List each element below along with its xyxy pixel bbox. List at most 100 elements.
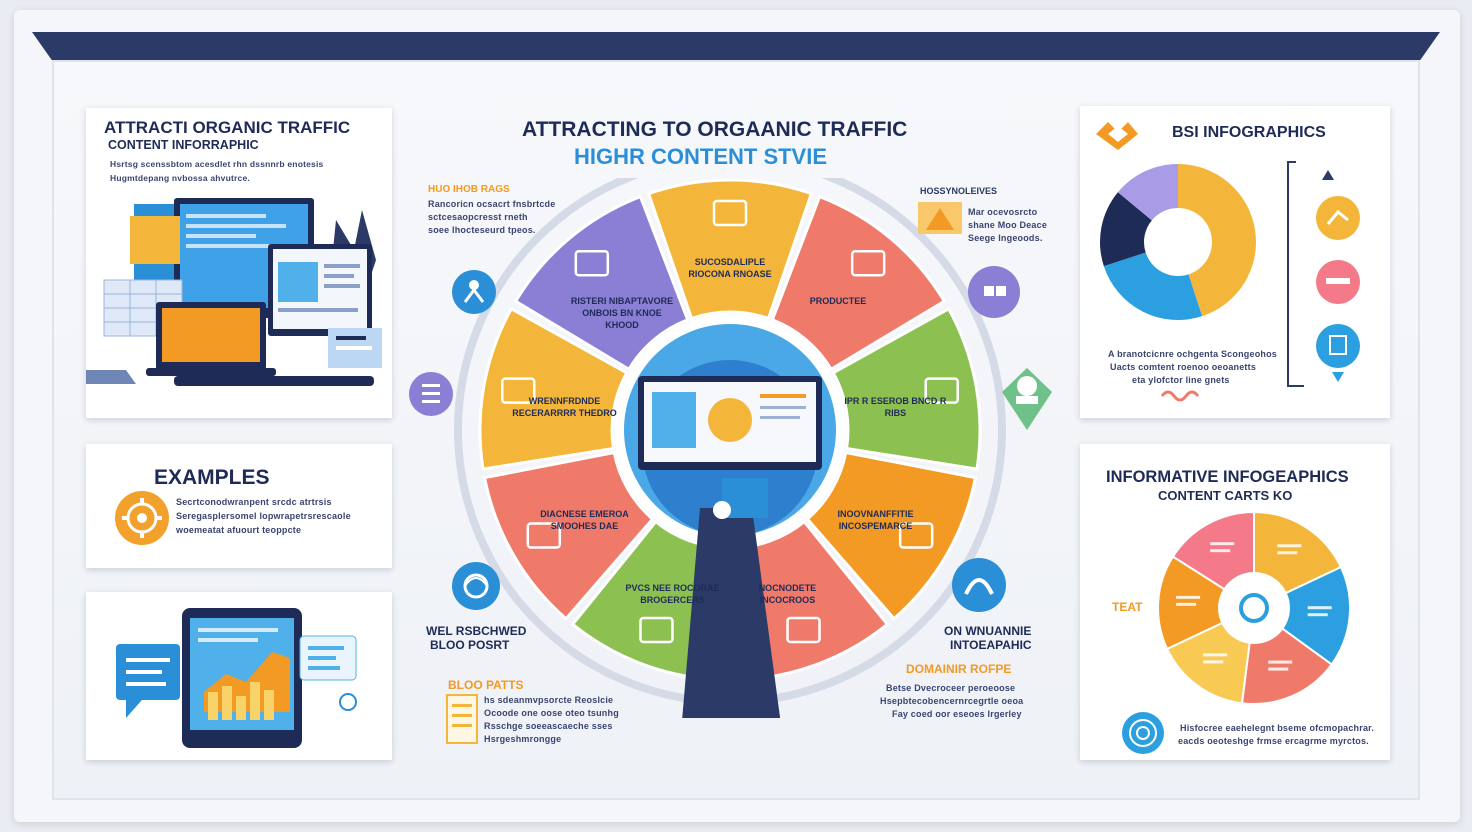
wheel-segment-label: IPR R ESEROB BNCD R RIBS [844, 395, 947, 418]
wheel-segment-icon [712, 199, 748, 227]
pie-slice-mark [1210, 542, 1235, 546]
callout-top-right-head: HOSSYNOLEIVES [920, 186, 998, 196]
pie-slice [1252, 565, 1351, 666]
callout-top-left-l3: soee lhocteseurd tpeos. [428, 225, 536, 235]
content-wheel [454, 178, 1006, 718]
card-desc-1: Hsrtsg scenssbtom acesdlet rhn dssnnrb e… [110, 159, 324, 169]
callout-info-l2: Hsepbtecobencernrcegrtle oeoa [880, 696, 1024, 706]
card-desc-2: Hugmtdepang nvbossa ahvutrce. [110, 173, 250, 183]
wheel-segment-label: WRENNFRDNDE RECERARRRR THEDRO [512, 395, 617, 418]
gear-icon [115, 491, 169, 545]
document-icon [409, 372, 453, 416]
wheel-segment-label: SUCOSDALIPLE RIOCONA RNOASE [688, 257, 772, 279]
pie-center [1218, 572, 1290, 644]
pie-chart [1157, 510, 1351, 705]
warning-icon [918, 202, 962, 234]
callout-top-left-l2: sctcesaopcresst rneth [428, 212, 528, 222]
callout-blog-head-2: BLOO POSRT [430, 638, 510, 652]
pie-slice-mark [1203, 660, 1224, 664]
callout-posts-l3: Rsschge soeeascaeche sses [484, 721, 613, 731]
informative-desc-1: Hisfocree eaehelegnt bseme ofcmopachrar. [1180, 723, 1375, 733]
wave-icon [1160, 390, 1200, 402]
wheel-segment-icon [639, 616, 674, 644]
pie-slice-mark [1176, 602, 1197, 606]
informative-desc-2: eacds oeoteshge frmse ercagrme myrctos. [1178, 736, 1369, 746]
card-traffic-infographic: ATTRACTI ORGANIC TRAFFIC CONTENT INFORRA… [86, 108, 392, 418]
examples-line-1: Secrtconodwranpent srcdc atrtrsis [176, 497, 332, 507]
card-infographics: BSI INFOGRAPHICS A branotcicnre ochgenta… [1080, 106, 1390, 418]
logo-icon [1096, 122, 1138, 150]
pointer-stand [682, 508, 781, 718]
callout-top-left-head: HUO IHOB RAGS [428, 184, 510, 195]
side-label: TEAT [1112, 600, 1143, 614]
pie-slice-mark [1268, 660, 1293, 664]
wheel-segment-icon [574, 250, 610, 277]
informative-title-2: CONTENT CARTS KO [1158, 488, 1293, 503]
donut-slice [1103, 252, 1203, 320]
donut-slice [1117, 164, 1178, 221]
wheel-segment-label: RISTERI NIBAPTAVORE ONBOIS BN KNOE KHOOD [570, 296, 674, 331]
callout-info-l3: Fay coed oor eseoes lrgerley [892, 709, 1022, 719]
hub-screen-line [760, 416, 800, 419]
infographics-title: BSI INFOGRAPHICS [1172, 124, 1326, 141]
board-top-bar [32, 32, 1440, 60]
pie-slice-mark [1268, 667, 1289, 671]
infographics-desc-1: A branotcicnre ochgenta Scongeohos [1108, 349, 1277, 359]
hub-screen-line [760, 394, 806, 398]
infographics-desc-3: eta ylofctor line gnets [1132, 375, 1230, 385]
pie-slice-mark [1210, 549, 1231, 553]
wheel-segment-icon [526, 522, 562, 549]
posts-doc-icon [446, 694, 478, 744]
wheel-segment [770, 194, 947, 372]
callout-posts-l2: Ocoode one oose oteo tsunhg [484, 708, 619, 718]
wheel-segment-label: INOOVNANFFITIE INCOSPEMARCE [837, 509, 914, 531]
donut-chart [1100, 164, 1256, 320]
card-title: ATTRACTI ORGANIC TRAFFIC [104, 118, 351, 137]
callout-info-head-2: INTOEAPAHIC [950, 638, 1032, 652]
card-examples: EXAMPLES Secrtconodwranpent srcdc atrtrs… [86, 444, 392, 568]
informative-title-1: INFORMATIVE INFOGEAPHICS [1106, 468, 1349, 486]
wheel-segment [478, 306, 629, 471]
pie-slice-mark [1307, 606, 1332, 610]
wheel-segment-icon [898, 522, 934, 549]
hub-screen-line [760, 406, 806, 409]
wheel-segment-label: PRODUCTEE [809, 296, 867, 307]
wheel-segment [805, 450, 978, 621]
wheel-segment [831, 306, 982, 471]
examples-line-3: woemeatat afuourt teoppcte [176, 525, 302, 535]
examples-line-2: Seregasplersomel lopwrapetrsrescaole [176, 511, 351, 521]
pie-slice-mark [1176, 595, 1201, 599]
wheel-segment-label: DIACNESE EMEROA SMOOHES DAE [540, 509, 629, 531]
center-subtitle: HIGHR CONTENT STVIE [574, 144, 828, 169]
pie-center-ring [1239, 593, 1269, 623]
pie-slice-mark [1307, 613, 1328, 617]
callout-top-left-l1: Rancoricn ocsacrt fnsbrtcde [428, 199, 556, 209]
wheel-segment-icon [786, 616, 821, 644]
examples-title: EXAMPLES [154, 466, 270, 489]
devices-illustration [86, 198, 382, 386]
wheel-segment-icon [924, 377, 959, 404]
wheel-segment [646, 178, 814, 321]
wheel-segment-label: NOCNODETE INCOCROOS [758, 582, 817, 605]
callout-blog-head-1: WEL RSBCHWED [426, 624, 527, 638]
arch-icon [952, 558, 1006, 612]
pie-slice [1157, 555, 1257, 651]
center-title: ATTRACTING TO ORGAANIC TRAFFIC [522, 118, 908, 141]
award-icon [1002, 368, 1052, 430]
person-icon [452, 270, 496, 314]
callout-info-l1: Betse Dvecroceer peroeoose [886, 683, 1016, 693]
donut-slice [1100, 192, 1152, 267]
wheel-segment [482, 450, 655, 621]
wheel-segment [513, 194, 690, 372]
callout-top-right-l1: Mar ocevosrcto [968, 207, 1038, 217]
infographics-desc-2: Uacts comtent roenoo oeoanetts [1110, 362, 1257, 372]
callout-info-sub: DOMAINIR ROFPE [906, 662, 1012, 676]
card-informative-content: INFORMATIVE INFOGEAPHICS CONTENT CARTS K… [1080, 444, 1390, 760]
wheel-segment-icon [501, 377, 536, 404]
pointer-knob [713, 501, 731, 519]
wheel-segment-label: PVCS NEE ROCORAE BROGERCERS [625, 582, 720, 605]
card-tablet-chart [86, 592, 392, 760]
pie-slice-mark [1203, 653, 1228, 657]
callout-top-right-l3: Seege lngeoods. [968, 233, 1043, 243]
hub-screen-circle [708, 398, 752, 442]
